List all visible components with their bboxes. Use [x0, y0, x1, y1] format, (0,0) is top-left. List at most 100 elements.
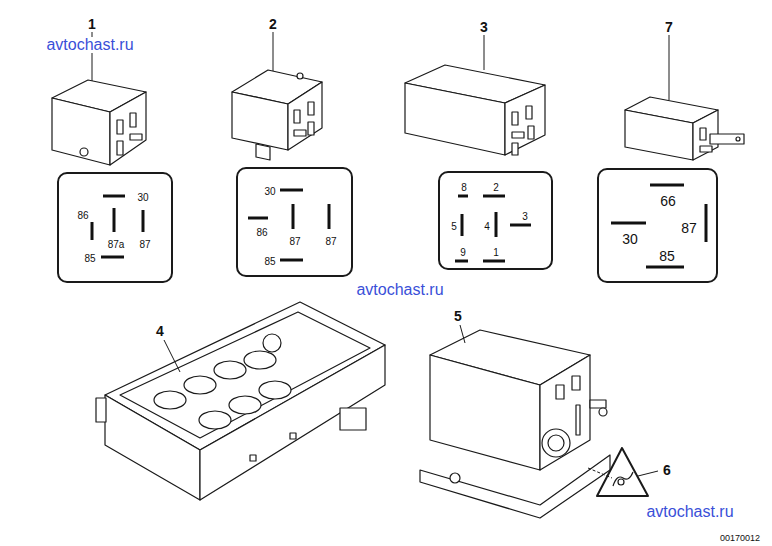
pin-bar	[292, 204, 295, 229]
relay-carrier	[184, 376, 216, 394]
relay-body	[512, 143, 518, 155]
relay-body	[232, 92, 288, 150]
relay-body	[528, 126, 534, 139]
pin-bar	[495, 212, 498, 237]
relay-body	[256, 144, 270, 160]
pin-bar	[91, 222, 94, 240]
warning-symbol	[618, 479, 624, 485]
relay-body	[512, 132, 524, 138]
pinout-box: 3086878785	[236, 167, 353, 277]
relay-carrier	[154, 391, 186, 409]
relay-body	[700, 146, 712, 152]
relay-body	[420, 455, 610, 518]
relay-body	[540, 355, 590, 470]
leader-line	[273, 32, 274, 71]
relay-body	[232, 70, 322, 160]
pin-number: 87	[139, 240, 150, 250]
relay-body	[420, 330, 610, 518]
relay-body	[288, 82, 322, 150]
callout-number: 2	[269, 17, 277, 31]
pin-bar	[103, 195, 125, 198]
relay-body	[625, 97, 744, 160]
pin-bar	[650, 184, 684, 187]
relay-body	[52, 98, 110, 165]
relay-body	[308, 102, 314, 115]
pin-number: 9	[460, 248, 466, 258]
pin-number: 5	[451, 222, 457, 232]
relay-body	[110, 92, 146, 165]
pin-number: 85	[264, 257, 275, 267]
relay-body	[297, 73, 303, 79]
relay-body	[556, 385, 564, 399]
callout-number: 7	[665, 20, 673, 34]
pin-number: 2	[493, 183, 499, 193]
pin-number: 86	[77, 211, 88, 221]
warning-symbol	[597, 448, 648, 496]
relay-carrier	[290, 433, 296, 439]
leader-line	[588, 468, 612, 478]
relay-body	[52, 80, 146, 165]
pin-bar	[461, 214, 464, 236]
pin-number: 30	[137, 193, 148, 203]
relay-carrier	[229, 396, 261, 414]
watermark: avtochast.ru	[645, 504, 734, 520]
leader-line	[638, 471, 658, 476]
pin-bar	[280, 189, 303, 192]
pin-number: 8	[461, 183, 467, 193]
relay-carrier	[96, 398, 106, 422]
relay-carrier	[214, 361, 246, 379]
relay-body	[590, 400, 606, 408]
pin-bar	[458, 195, 468, 198]
relay-carrier	[250, 455, 256, 461]
callout-number: 1	[88, 17, 96, 31]
relay-body	[542, 429, 570, 457]
relay-body	[294, 130, 306, 136]
relay-carrier	[96, 302, 385, 500]
relay-body	[512, 112, 518, 125]
relay-body	[548, 435, 564, 451]
drawing-number: 00170012	[720, 534, 760, 543]
relay-body	[572, 376, 580, 390]
pinout-box: 8 2 5 4 3 9 1	[438, 171, 553, 270]
pin-number: 85	[84, 254, 95, 264]
relay-body	[117, 120, 123, 134]
pin-number: 85	[659, 249, 675, 263]
relay-body	[526, 106, 532, 119]
relay-body	[625, 110, 693, 160]
pin-bar	[92, 185, 706, 267]
relay-carrier	[259, 381, 291, 399]
pin-number: 1	[493, 248, 499, 258]
callout-number: 5	[454, 309, 462, 323]
relay-body	[736, 137, 740, 141]
leader-line	[92, 32, 669, 478]
pin-bar	[280, 259, 303, 262]
pin-number: 3	[522, 212, 528, 222]
relay-body	[308, 122, 314, 135]
pinout-box: 30 86 87a 87 85	[57, 172, 173, 283]
relay-body	[430, 355, 540, 470]
pin-bar	[646, 266, 684, 269]
pin-bar	[705, 204, 708, 242]
relay-body	[294, 110, 300, 123]
relay-body	[130, 113, 136, 127]
relay-body	[700, 128, 706, 140]
leader-line	[460, 325, 465, 343]
pin-number: 30	[622, 232, 638, 246]
pin-bar	[248, 217, 268, 220]
warning-symbol	[597, 448, 648, 496]
pin-number: 66	[660, 194, 676, 208]
pin-number: 30	[264, 187, 275, 197]
pin-number: 87	[681, 221, 697, 235]
relay-body	[505, 85, 545, 155]
leader-line	[669, 35, 670, 100]
relay-carrier	[120, 312, 370, 438]
pin-bar	[611, 222, 646, 225]
pin-bar	[483, 260, 505, 263]
watermark: avtochast.ru	[355, 282, 444, 298]
pin-number: 4	[484, 222, 490, 232]
pin-number: 87a	[108, 240, 125, 250]
relay-body	[117, 141, 123, 155]
callout-number: 4	[156, 324, 164, 338]
